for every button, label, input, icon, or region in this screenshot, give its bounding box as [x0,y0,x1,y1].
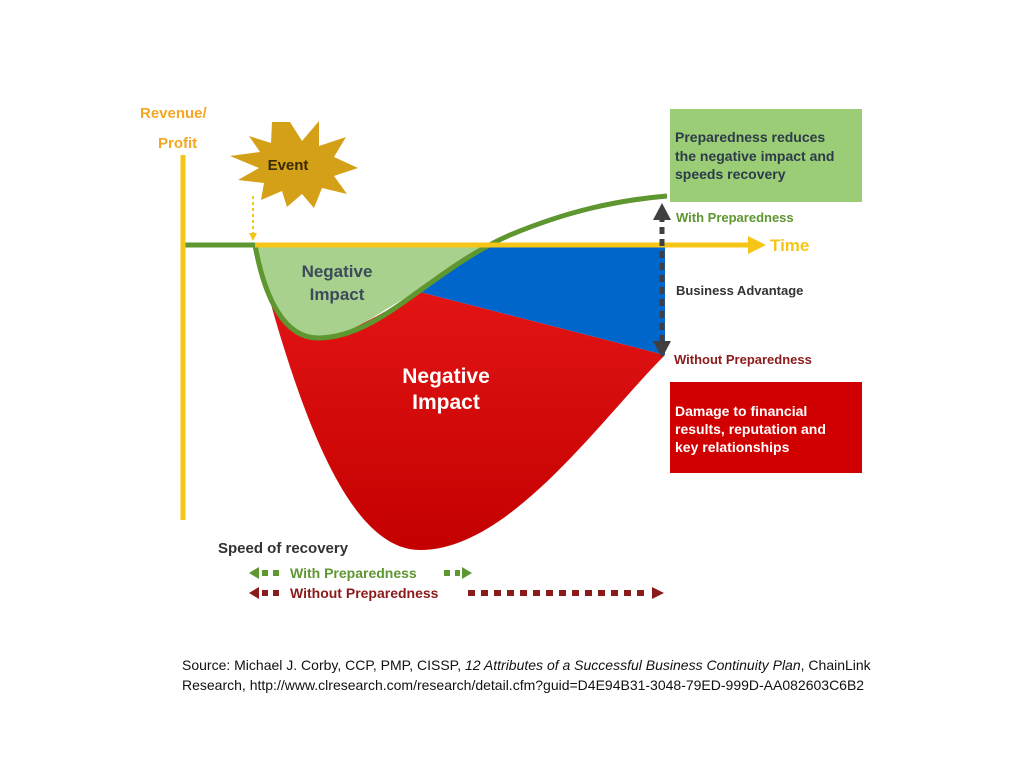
red-explanation-box [670,382,862,473]
small-impact-label: Negative [302,262,373,281]
y-axis-label: Revenue/ [140,105,208,122]
event-burst-icon [230,121,358,208]
without-preparedness-label: Without Preparedness [674,352,812,367]
source-citation: Source: Michael J. Corby, CCP, PMP, CISS… [182,655,882,695]
y-axis-label-line2: Profit [158,135,197,152]
recovery-without-arrowhead-left [249,587,259,599]
green-box-line1: Preparedness reduces [675,129,825,145]
blue-advantage-region [420,245,665,355]
big-impact-label: Negative [402,365,490,388]
recovery-without-arrowhead-right [652,587,664,599]
green-explanation-box [670,109,862,202]
business-advantage-arrowhead-up [653,203,671,220]
business-advantage-label: Business Advantage [676,283,803,298]
with-preparedness-label: With Preparedness [676,210,794,225]
time-axis-arrowhead [748,236,766,254]
recovery-with-arrowhead-right [462,567,472,579]
green-impact-region [255,245,490,338]
recovery-without-label: Without Preparedness [290,585,439,601]
recovery-with-label: With Preparedness [290,565,417,581]
event-label: Event [268,157,309,174]
event-drop-arrowhead [249,233,257,241]
green-box-line3: speeds recovery [675,166,786,182]
x-axis-label: Time [770,236,809,255]
red-box-line1: Damage to financial [675,403,807,419]
source-title: 12 Attributes of a Successful Business C… [464,657,801,673]
red-box-line2: results, reputation and [675,421,826,437]
red-impact-region [255,245,665,550]
small-impact-label-line2: Impact [310,285,365,304]
with-preparedness-curve [185,193,668,341]
recovery-title: Speed of recovery [218,540,349,557]
big-impact-label-line2: Impact [412,391,480,414]
green-box-line2: the negative impact and [675,148,834,164]
source-prefix: Source: Michael J. Corby, CCP, PMP, CISS… [182,657,465,673]
source-suffix: , ChainLink Research, http://www.clresea… [182,657,871,693]
business-advantage-arrowhead-down [653,341,671,358]
red-box-line3: key relationships [675,439,790,455]
recovery-with-arrowhead-left [249,567,259,579]
